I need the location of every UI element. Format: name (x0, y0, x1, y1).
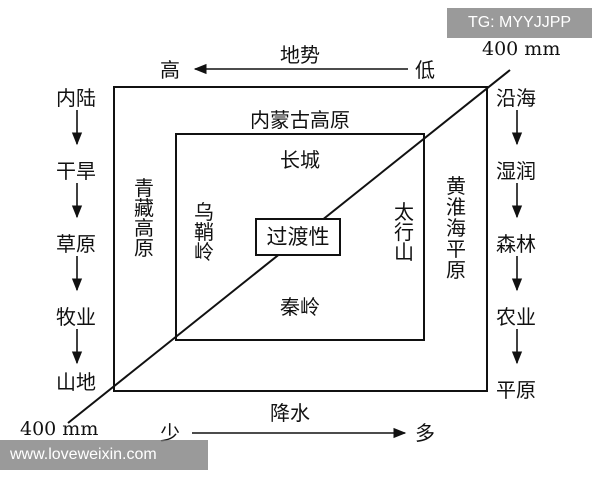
region-wushaoling: 乌鞘岭 (194, 200, 214, 264)
left-column-item: 干旱 (56, 159, 96, 183)
region-huang-huai-hai-plain: 黄淮海平原 (446, 174, 466, 282)
left-column-item: 牧业 (56, 305, 96, 329)
left-column-item: 山地 (56, 370, 96, 394)
region-qinling: 秦岭 (280, 295, 320, 319)
watermark-top-right: TG: MYYJJPP (447, 8, 592, 38)
right-column-item: 湿润 (496, 159, 536, 183)
elevation-title: 地势 (280, 43, 320, 67)
left-column-item: 内陆 (56, 86, 96, 110)
watermark-bottom-left: www.loveweixin.com (0, 440, 208, 470)
precipitation-more-label: 多 (415, 421, 435, 445)
isohyet-bottom-label: 400 mm (20, 418, 99, 440)
right-column-item: 沿海 (496, 86, 536, 110)
left-column-item: 草原 (56, 232, 96, 256)
right-column-item: 农业 (496, 305, 536, 329)
region-taihang-mountains: 太行山 (394, 200, 414, 264)
inner-rectangle (175, 133, 425, 341)
precipitation-less-label: 少 (160, 421, 180, 445)
right-column-item: 森林 (496, 232, 536, 256)
right-column-item: 平原 (496, 378, 536, 402)
precipitation-title: 降水 (270, 401, 310, 425)
elevation-low-label: 低 (415, 58, 435, 82)
transition-center-box: 过渡性 (255, 218, 341, 256)
elevation-high-label: 高 (160, 58, 180, 82)
region-qinghai-tibet-plateau: 青藏高原 (134, 176, 154, 260)
isohyet-top-label: 400 mm (482, 38, 561, 60)
region-great-wall: 长城 (280, 148, 320, 172)
outer-rectangle (113, 86, 488, 392)
region-inner-mongolia-plateau: 内蒙古高原 (250, 108, 350, 132)
